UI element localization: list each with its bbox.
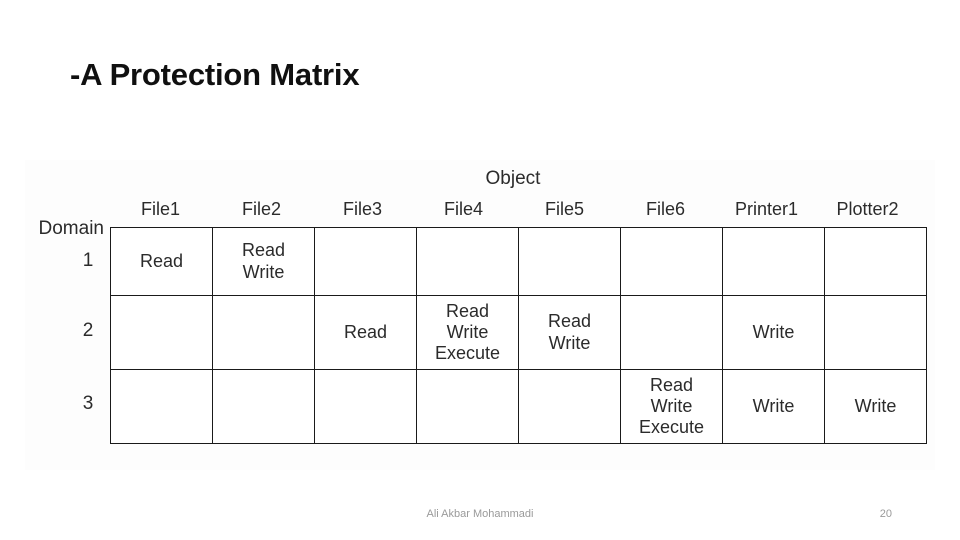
matrix-cell <box>212 295 315 370</box>
footer-page-number: 20 <box>879 508 892 520</box>
domain-axis-label: Domain <box>38 218 104 239</box>
matrix-cell-text: Read Write <box>241 240 286 282</box>
matrix-cell: Read Write Execute <box>416 295 519 370</box>
matrix-cell <box>824 227 927 296</box>
matrix-cell-text: Read Write Execute <box>638 374 705 438</box>
matrix-cell-text: Read Write Execute <box>434 300 501 364</box>
row-label-domain-2: 2 <box>82 320 94 341</box>
matrix-cell: Write <box>824 369 927 444</box>
matrix-cell-text: Write <box>752 395 795 416</box>
matrix-cell <box>620 227 723 296</box>
matrix-cell-text: Read Write <box>547 311 592 353</box>
row-label-domain-3: 3 <box>82 393 94 414</box>
row-label-domain-1: 1 <box>82 250 94 271</box>
matrix-cell <box>824 295 927 370</box>
column-header-file5: File5 <box>544 199 584 219</box>
matrix-cell-text: Read <box>343 321 388 342</box>
table-row: Read Read Write Execute Read Write Write <box>110 295 927 370</box>
footer-author: Ali Akbar Mohammadi <box>426 508 534 520</box>
matrix-cell-text: Write <box>752 321 795 342</box>
matrix-cell <box>212 369 315 444</box>
matrix-cell: Read Write Execute <box>620 369 723 444</box>
matrix-cell <box>314 227 417 296</box>
matrix-cell: Read <box>314 295 417 370</box>
matrix-cell <box>416 369 519 444</box>
matrix-cell <box>518 369 621 444</box>
page-title: -A Protection Matrix <box>70 57 360 92</box>
matrix-cell: Read Write <box>212 227 315 296</box>
matrix-cell <box>518 227 621 296</box>
protection-matrix-table: Read Read Write Read Read Write Execute … <box>110 227 927 444</box>
table-row: Read Write Execute Write Write <box>110 369 927 444</box>
column-header-file3: File3 <box>342 199 382 219</box>
column-header-file1: File1 <box>140 199 180 219</box>
matrix-cell-text: Read <box>139 250 184 271</box>
matrix-cell-text: Write <box>854 395 897 416</box>
matrix-cell <box>110 295 213 370</box>
column-header-plotter2: Plotter2 <box>836 199 899 219</box>
matrix-cell <box>110 369 213 444</box>
matrix-cell <box>416 227 519 296</box>
matrix-cell <box>620 295 723 370</box>
matrix-cell: Read <box>110 227 213 296</box>
object-axis-label: Object <box>485 168 541 189</box>
column-header-file2: File2 <box>241 199 281 219</box>
column-header-printer1: Printer1 <box>734 199 799 219</box>
column-header-file4: File4 <box>443 199 483 219</box>
column-header-file6: File6 <box>645 199 685 219</box>
matrix-cell <box>722 227 825 296</box>
table-row: Read Read Write <box>110 227 927 296</box>
row-label-gutter: 1 2 3 <box>70 227 106 440</box>
matrix-cell: Read Write <box>518 295 621 370</box>
matrix-cell <box>314 369 417 444</box>
matrix-cell: Write <box>722 295 825 370</box>
column-header-row: File1 File2 File3 File4 File5 File6 Prin… <box>110 196 918 222</box>
matrix-cell: Write <box>722 369 825 444</box>
